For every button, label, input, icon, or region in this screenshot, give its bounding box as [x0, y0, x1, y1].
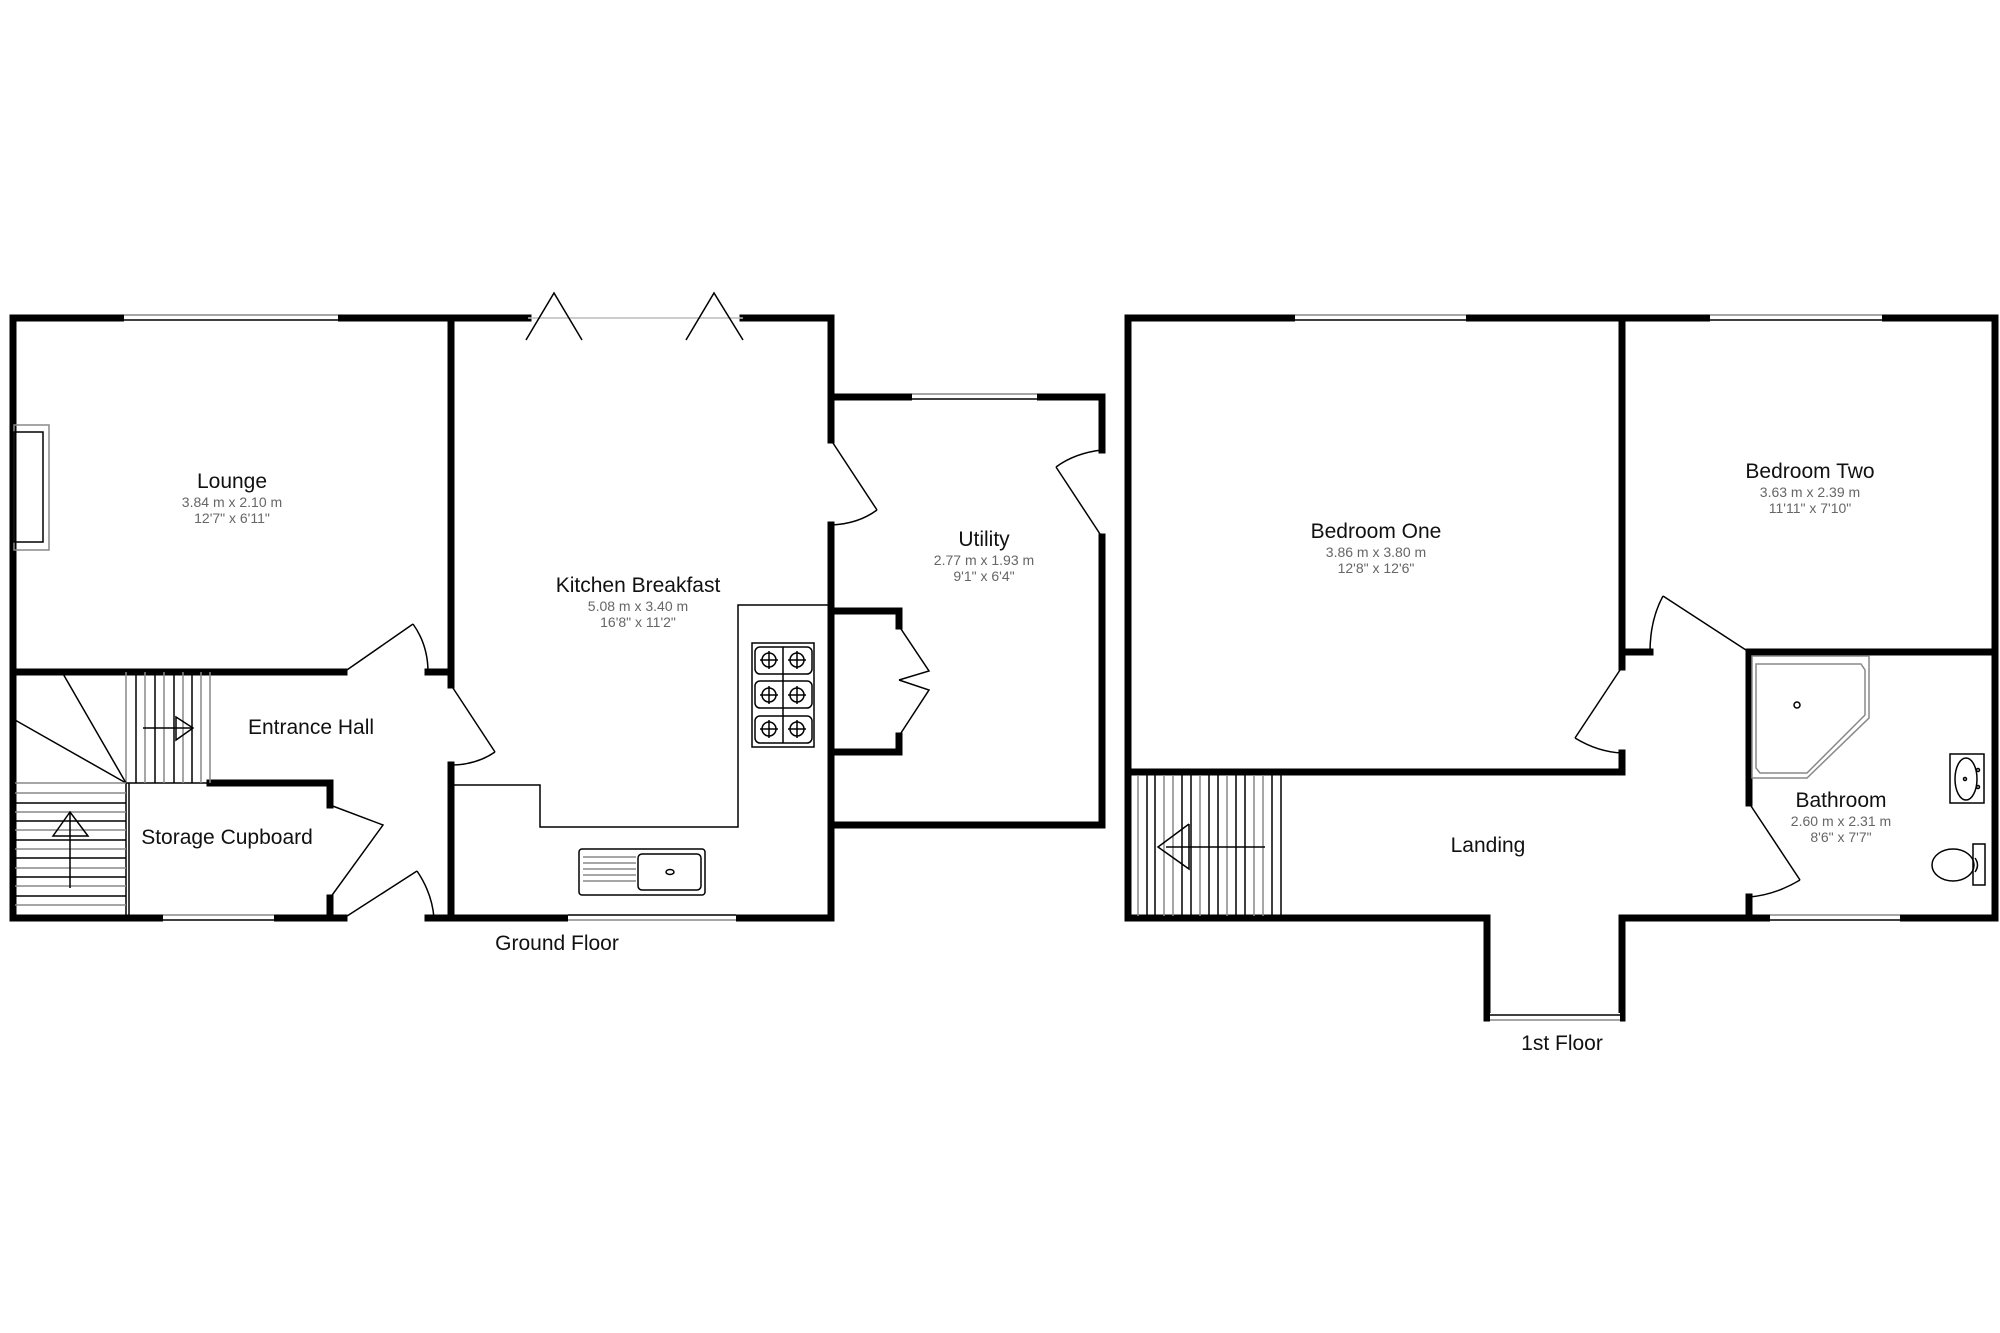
room-dimensions-metric: 3.84 m x 2.10 m: [181, 494, 283, 511]
toilet-icon: [1931, 843, 1986, 886]
room-dimensions-imperial: 8'6" x 7'7": [1810, 829, 1872, 846]
french-door-right-icon: [685, 291, 744, 341]
room-name: Entrance Hall: [247, 716, 375, 739]
kitchen-door-icon: [450, 684, 496, 753]
sink-icon: [578, 848, 706, 896]
hob-icon: [751, 642, 815, 748]
cupboard-door-icon: [898, 625, 931, 681]
room-label-bedroom-two: Bedroom Two 3.63 m x 2.39 m 11'11" x 7'1…: [1745, 460, 1874, 516]
utility-door-icon: [830, 439, 878, 511]
floor-label-ground: Ground Floor: [495, 932, 619, 955]
room-dimensions-metric: 3.63 m x 2.39 m: [1759, 484, 1861, 501]
bedroom-one-door-icon: [1574, 666, 1623, 739]
room-name: Bathroom: [1795, 789, 1887, 812]
room-label-kitchen-breakfast: Kitchen Breakfast 5.08 m x 3.40 m 16'8" …: [556, 574, 721, 630]
room-label-lounge: Lounge 3.84 m x 2.10 m 12'7" x 6'11": [182, 470, 282, 526]
room-label-utility: Utility 2.77 m x 1.93 m 9'1" x 6'4": [934, 528, 1034, 584]
room-name: Bedroom Two: [1745, 460, 1875, 483]
basin-icon: [1949, 753, 1985, 804]
room-dimensions-imperial: 9'1" x 6'4": [953, 568, 1015, 585]
staircase-first-icon: [1137, 775, 1282, 916]
room-label-entrance-hall: Entrance Hall: [248, 716, 374, 740]
room-dimensions-imperial: 16'8" x 11'2": [600, 614, 676, 631]
utility-walls: [827, 393, 1106, 454]
room-name: Kitchen Breakfast: [555, 574, 721, 597]
room-name: Lounge: [196, 470, 268, 493]
front-door-icon: [343, 870, 418, 919]
staircase-ground-icon: [14, 671, 211, 918]
bedroom-two-door-icon: [1662, 595, 1750, 653]
room-dimensions-imperial: 12'8" x 12'6": [1337, 560, 1415, 577]
french-door-left-icon: [525, 291, 583, 341]
room-name: Utility: [958, 528, 1010, 551]
room-name: Landing: [1450, 834, 1526, 857]
lounge-door-icon: [343, 623, 414, 673]
room-dimensions-metric: 5.08 m x 3.40 m: [587, 598, 689, 615]
room-name: Storage Cupboard: [141, 826, 313, 849]
ground-floor-plan: [9, 291, 1106, 923]
room-dimensions-metric: 3.86 m x 3.80 m: [1325, 544, 1427, 561]
bathroom-door-icon: [1748, 802, 1801, 881]
first-floor-plan: [1124, 313, 1999, 1023]
shower-icon: [1751, 655, 1870, 779]
room-dimensions-imperial: 11'11" x 7'10": [1768, 500, 1852, 517]
room-dimensions-metric: 2.77 m x 1.93 m: [933, 552, 1035, 569]
room-label-bedroom-one: Bedroom One 3.86 m x 3.80 m 12'8" x 12'6…: [1311, 520, 1442, 576]
room-name: Bedroom One: [1310, 520, 1442, 543]
room-label-bathroom: Bathroom 2.60 m x 2.31 m 8'6" x 7'7": [1791, 789, 1891, 845]
utility-external-door-icon: [1055, 466, 1103, 538]
storage-door-icon: [329, 804, 385, 899]
floor-label-first: 1st Floor: [1521, 1032, 1603, 1055]
kitchen-worktop: [452, 604, 831, 828]
room-dimensions-metric: 2.60 m x 2.31 m: [1790, 813, 1892, 830]
room-dimensions-imperial: 12'7" x 6'11": [194, 510, 270, 527]
room-label-landing: Landing: [1451, 834, 1526, 858]
room-label-storage-cupboard: Storage Cupboard: [141, 826, 313, 850]
